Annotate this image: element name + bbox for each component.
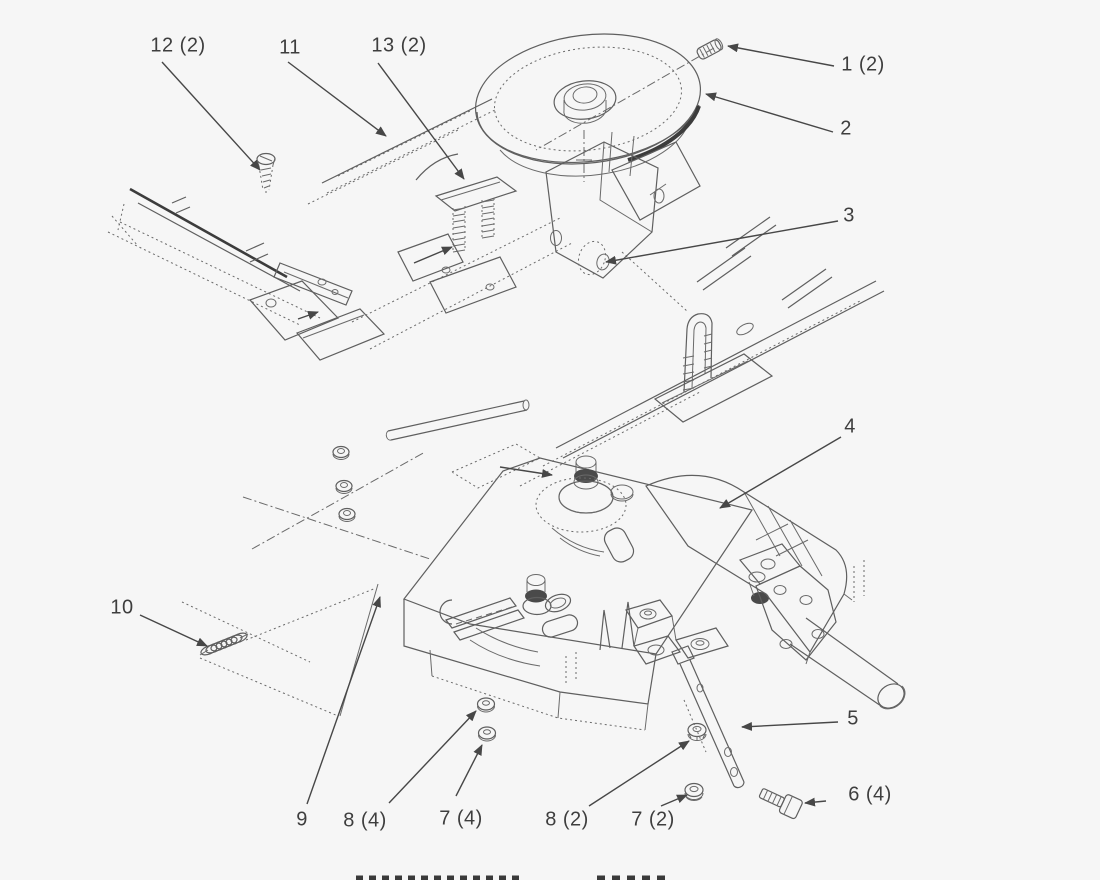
tension-spring (181, 583, 379, 717)
callout-4-label: 4 (844, 415, 856, 438)
brake-lever-bracket (739, 543, 801, 604)
callout-10-label: 10 (110, 596, 134, 619)
stud-nuts (332, 445, 356, 522)
support-bracket (545, 131, 701, 279)
axle-cover (645, 474, 853, 665)
callout-13-label: 13 (2) (371, 34, 427, 57)
callout-12-label: 12 (2) (150, 34, 206, 57)
callout-8b-label: 8 (2) (545, 808, 589, 831)
callout-3-label: 3 (843, 204, 855, 227)
axle-shaft (755, 565, 906, 710)
transaxle-housing (403, 443, 865, 731)
callout-7b-label: 7 (2) (631, 808, 675, 831)
nuts (684, 722, 707, 802)
callout-11-label: 11 (279, 36, 301, 59)
screw-fastener (256, 152, 276, 193)
callout-5-label: 5 (847, 707, 859, 730)
washers (476, 697, 497, 742)
detent-plate (439, 597, 525, 641)
mount-bracket-studs (397, 153, 518, 314)
input-shaft-cap (535, 455, 627, 533)
callout-6-label: 6 (4) (848, 783, 892, 806)
transmission-pulley (474, 33, 724, 182)
callout-2-label: 2 (840, 117, 852, 140)
control-rod (671, 645, 745, 789)
leader-lines (139, 43, 842, 807)
mounting-lugs (625, 599, 729, 665)
callout-8a-label: 8 (4) (343, 809, 387, 832)
shift-linkage (242, 399, 530, 560)
callout-7a-label: 7 (4) (439, 807, 483, 830)
hub-pin (696, 38, 724, 60)
callout-9-label: 9 (296, 808, 308, 831)
carriage-bolt (758, 788, 803, 820)
frame-rails (107, 98, 885, 487)
callout-1-label: 1 (2) (841, 53, 885, 76)
